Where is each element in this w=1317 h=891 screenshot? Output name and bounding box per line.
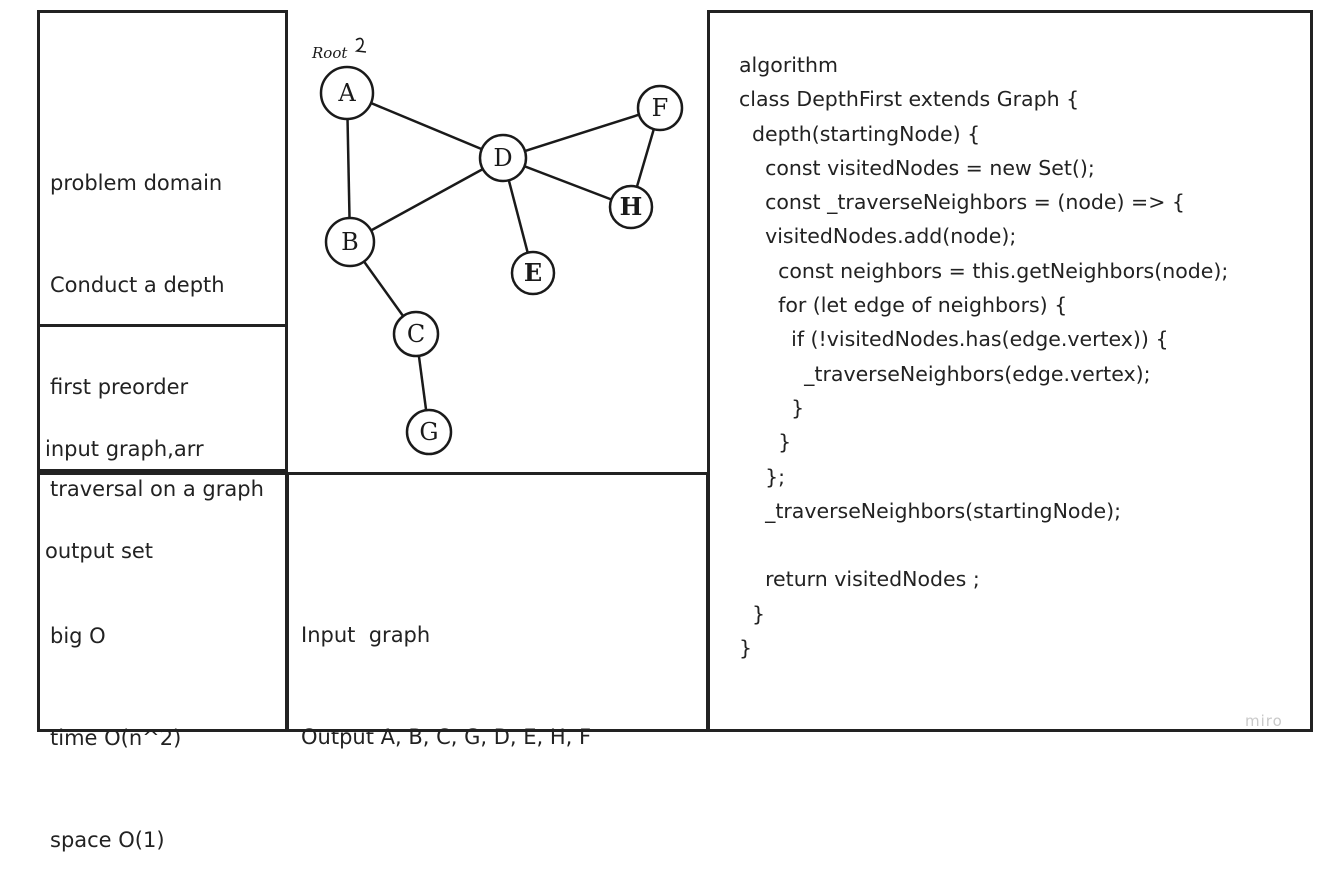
node-label: E bbox=[524, 258, 542, 287]
code-line bbox=[739, 528, 1228, 562]
code-line: _traverseNeighbors(edge.vertex); bbox=[739, 361, 1151, 386]
code-line: depth(startingNode) { bbox=[739, 121, 981, 146]
code-line: } bbox=[739, 601, 766, 626]
io-line: input graph,arr bbox=[45, 437, 204, 461]
miro-watermark: miro bbox=[1245, 712, 1283, 730]
code-line: return visitedNodes ; bbox=[739, 567, 980, 592]
problem-line: first preorder bbox=[50, 375, 189, 399]
big-o-line: space O(1) bbox=[50, 828, 165, 852]
code-line: _traverseNeighbors(startingNode); bbox=[739, 498, 1121, 523]
code-line: const neighbors = this.getNeighbors(node… bbox=[739, 258, 1229, 283]
graph-node-B: B bbox=[324, 216, 376, 268]
code-line: for (let edge of neighbors) { bbox=[739, 293, 1068, 318]
input-output-box bbox=[37, 324, 288, 472]
code-line: visitedNodes.add(node); bbox=[739, 224, 1017, 249]
node-circle bbox=[478, 133, 528, 183]
root-annotation: Root bbox=[311, 37, 367, 62]
node-circle bbox=[392, 310, 440, 358]
node-circle bbox=[608, 184, 654, 230]
problem-domain-box bbox=[37, 10, 288, 327]
node-circle bbox=[319, 65, 375, 121]
code-line: } bbox=[739, 636, 753, 661]
node-circle bbox=[636, 84, 684, 132]
problem-line: traversal on a graph bbox=[50, 477, 264, 501]
graph-node-D: D bbox=[478, 133, 528, 183]
node-label: G bbox=[419, 418, 438, 446]
node-label: A bbox=[337, 79, 356, 107]
graph-node-C: C bbox=[392, 310, 440, 358]
graph-node-G: G bbox=[405, 408, 453, 456]
big-o-text: big O time O(n^2) space O(1) bbox=[50, 551, 181, 891]
node-circle bbox=[510, 250, 556, 296]
node-circle bbox=[405, 408, 453, 456]
big-o-line: big O bbox=[50, 624, 106, 648]
graph-edge-D-F bbox=[502, 106, 661, 160]
graph-node-E: E bbox=[510, 250, 556, 296]
root-label: Root bbox=[311, 44, 348, 62]
algorithm-box bbox=[707, 10, 1313, 732]
graph-edge-A-D bbox=[346, 91, 504, 160]
graph-node-F: F bbox=[636, 84, 684, 132]
graph-node-A: A bbox=[319, 65, 375, 121]
node-label: B bbox=[341, 228, 359, 256]
code-line: }; bbox=[739, 464, 786, 489]
node-circle bbox=[324, 216, 376, 268]
example-line: Output A, B, C, G, D, E, H, F bbox=[301, 725, 592, 749]
example-line: Input graph bbox=[301, 623, 431, 647]
node-label: D bbox=[493, 144, 512, 172]
graph-diagram: A B C G D E H F Root bbox=[290, 10, 705, 470]
graph-node-H: H bbox=[608, 184, 654, 230]
algorithm-code: algorithm class DepthFirst extends Graph … bbox=[739, 48, 1228, 665]
problem-domain-text: problem domain Conduct a depth first pre… bbox=[50, 98, 264, 540]
code-line: algorithm bbox=[739, 53, 838, 77]
code-line: } bbox=[739, 430, 792, 455]
node-label: F bbox=[652, 94, 669, 122]
example-box bbox=[286, 472, 709, 732]
nodes-layer: A B C G D E H F bbox=[319, 65, 684, 456]
problem-line: Conduct a depth bbox=[50, 273, 225, 297]
big-o-line: time O(n^2) bbox=[50, 726, 182, 750]
root-arrow-icon bbox=[354, 37, 367, 53]
code-line: class DepthFirst extends Graph { bbox=[739, 87, 1080, 112]
node-label: H bbox=[620, 192, 643, 221]
code-line: if (!visitedNodes.has(edge.vertex)) { bbox=[739, 327, 1169, 352]
code-line: } bbox=[739, 395, 805, 420]
big-o-box bbox=[37, 472, 288, 732]
node-label: C bbox=[407, 320, 425, 348]
graph-svg: A B C G D E H F Root bbox=[311, 37, 684, 456]
code-line: const visitedNodes = new Set(); bbox=[739, 155, 1095, 180]
io-line: output set bbox=[45, 539, 154, 563]
example-text: Input graph Output A, B, C, G, D, E, H, … bbox=[301, 550, 591, 788]
code-line: const _traverseNeighbors = (node) => { bbox=[739, 190, 1185, 215]
problem-line: problem domain bbox=[50, 171, 223, 195]
input-output-text: input graph,arr output set bbox=[45, 364, 204, 602]
graph-edge-B-D bbox=[349, 156, 504, 244]
